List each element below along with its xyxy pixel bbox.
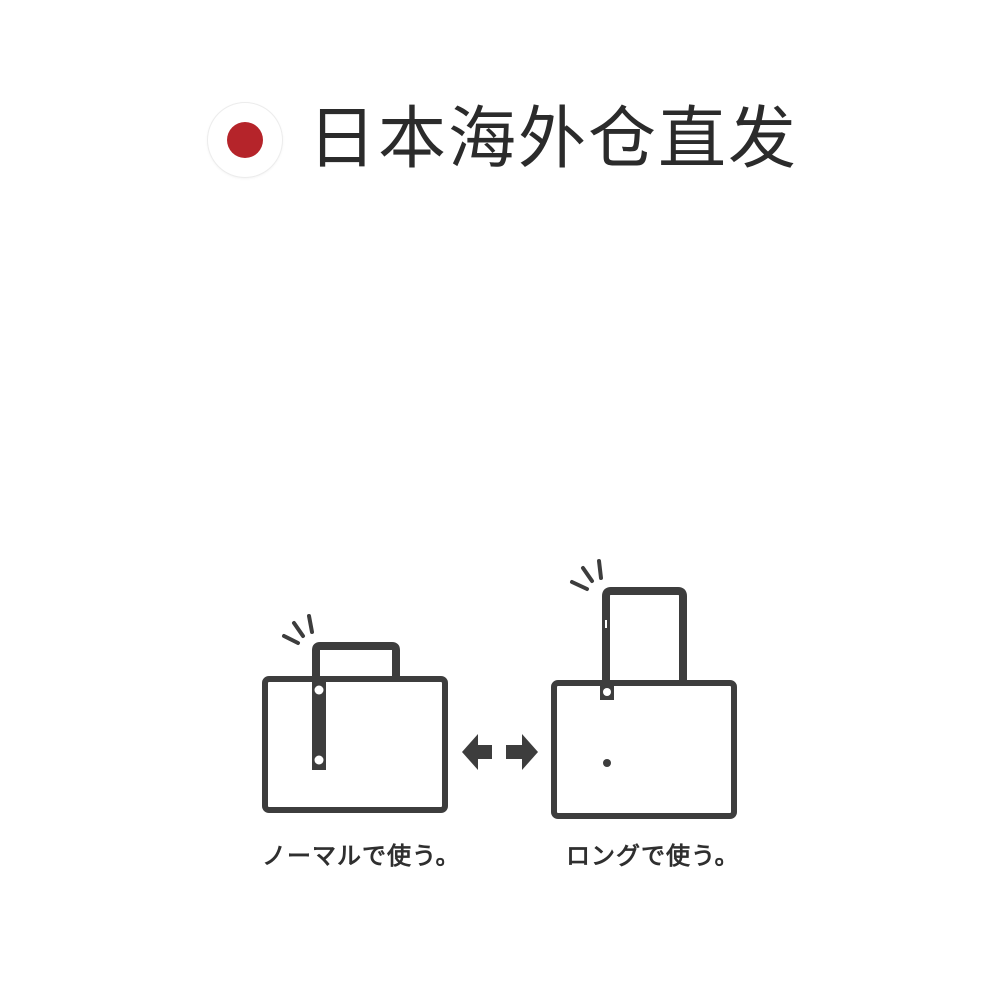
flag-red-dot xyxy=(227,122,263,158)
banner-title: 日本海外仓直发 xyxy=(308,100,799,179)
bag-usage-illustration xyxy=(262,559,737,819)
caption-normal-use: ノーマルで使う。 xyxy=(262,842,461,870)
double-arrow-icon xyxy=(462,734,538,770)
bag-short-handle-icon xyxy=(262,614,448,813)
japan-flag-icon xyxy=(208,103,282,177)
bag-long-handle-icon xyxy=(551,559,737,819)
banner: 日本海外仓直发 xyxy=(208,100,798,180)
caption-long-use: ロングで使う。 xyxy=(566,842,740,870)
